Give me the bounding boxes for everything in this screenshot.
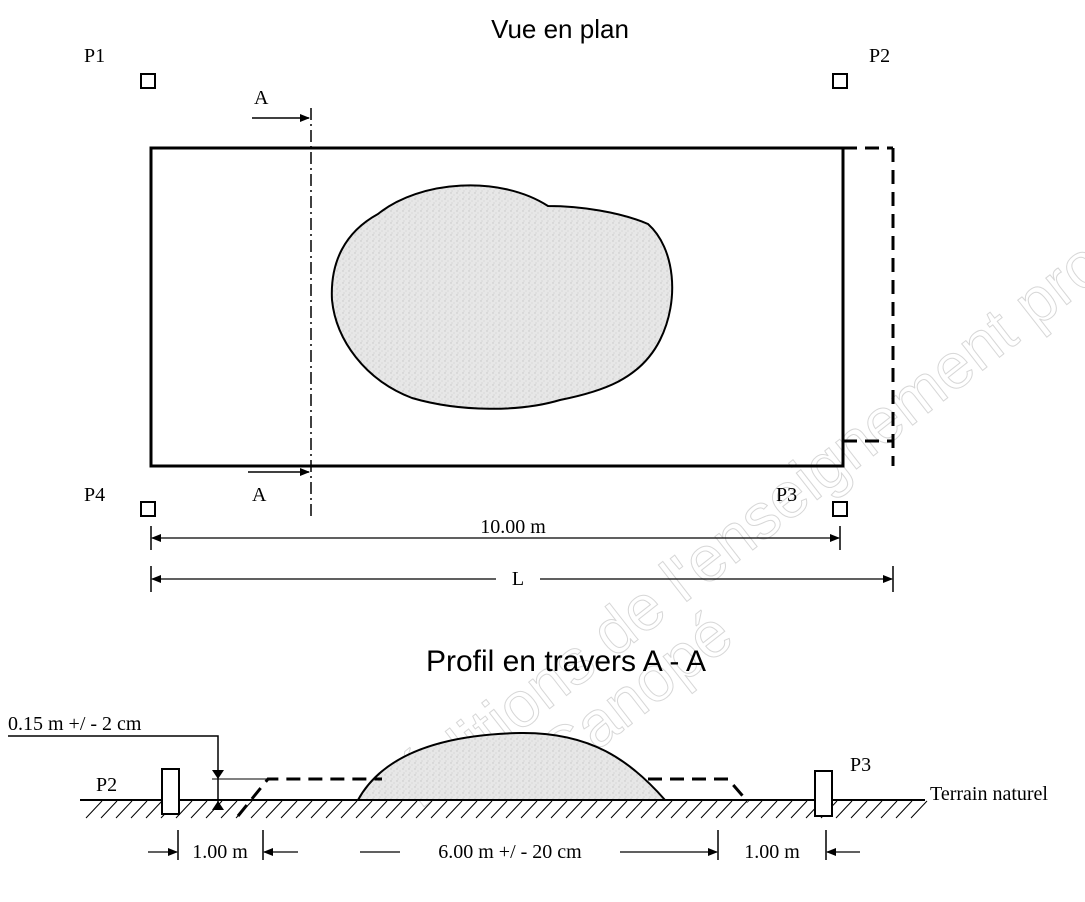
height-note: 0.15 m +/ - 2 cm bbox=[8, 713, 142, 735]
watermark-line1: Éditions de l'enseignement professionnel bbox=[384, 49, 1085, 821]
watermark: Éditions de l'enseignement professionnel… bbox=[384, 49, 1085, 822]
height-note-leader bbox=[8, 735, 219, 805]
peg-label-p4: P4 bbox=[84, 484, 105, 506]
peg-label-p1: P1 bbox=[84, 45, 105, 67]
profile-dimensions bbox=[148, 830, 860, 860]
peg-p2 bbox=[832, 73, 848, 89]
plan-title: Vue en plan bbox=[491, 14, 629, 44]
profile-peg-left-label: P2 bbox=[96, 774, 117, 796]
profile-heap bbox=[356, 731, 668, 801]
dim-inner-label: 10.00 m bbox=[480, 516, 546, 538]
profile-title: Profil en travers A - A bbox=[426, 645, 706, 678]
dim-right-label: 1.00 m bbox=[744, 841, 800, 863]
height-arrow-down bbox=[212, 770, 224, 779]
plan-extension-dashed bbox=[843, 146, 895, 466]
profile-peg-left bbox=[161, 768, 180, 815]
profile-peg-right bbox=[814, 770, 833, 817]
plan-area-outline bbox=[149, 146, 845, 468]
section-label-bottom: A bbox=[252, 484, 267, 506]
ground-label: Terrain naturel bbox=[930, 783, 1048, 805]
peg-p4 bbox=[140, 501, 156, 517]
dim-center-label: 6.00 m +/ - 20 cm bbox=[438, 841, 582, 863]
peg-p1 bbox=[140, 73, 156, 89]
ground-hatching bbox=[85, 800, 928, 819]
plan-heap bbox=[330, 184, 674, 410]
peg-label-p3: P3 bbox=[776, 484, 797, 506]
peg-label-p2: P2 bbox=[869, 45, 890, 67]
dim-outer-label: L bbox=[512, 568, 524, 590]
section-label-top: A bbox=[254, 87, 269, 109]
dim-left-label: 1.00 m bbox=[192, 841, 248, 863]
profile-peg-right-label: P3 bbox=[850, 754, 871, 776]
height-arrow-up bbox=[212, 801, 224, 810]
peg-p3 bbox=[832, 501, 848, 517]
